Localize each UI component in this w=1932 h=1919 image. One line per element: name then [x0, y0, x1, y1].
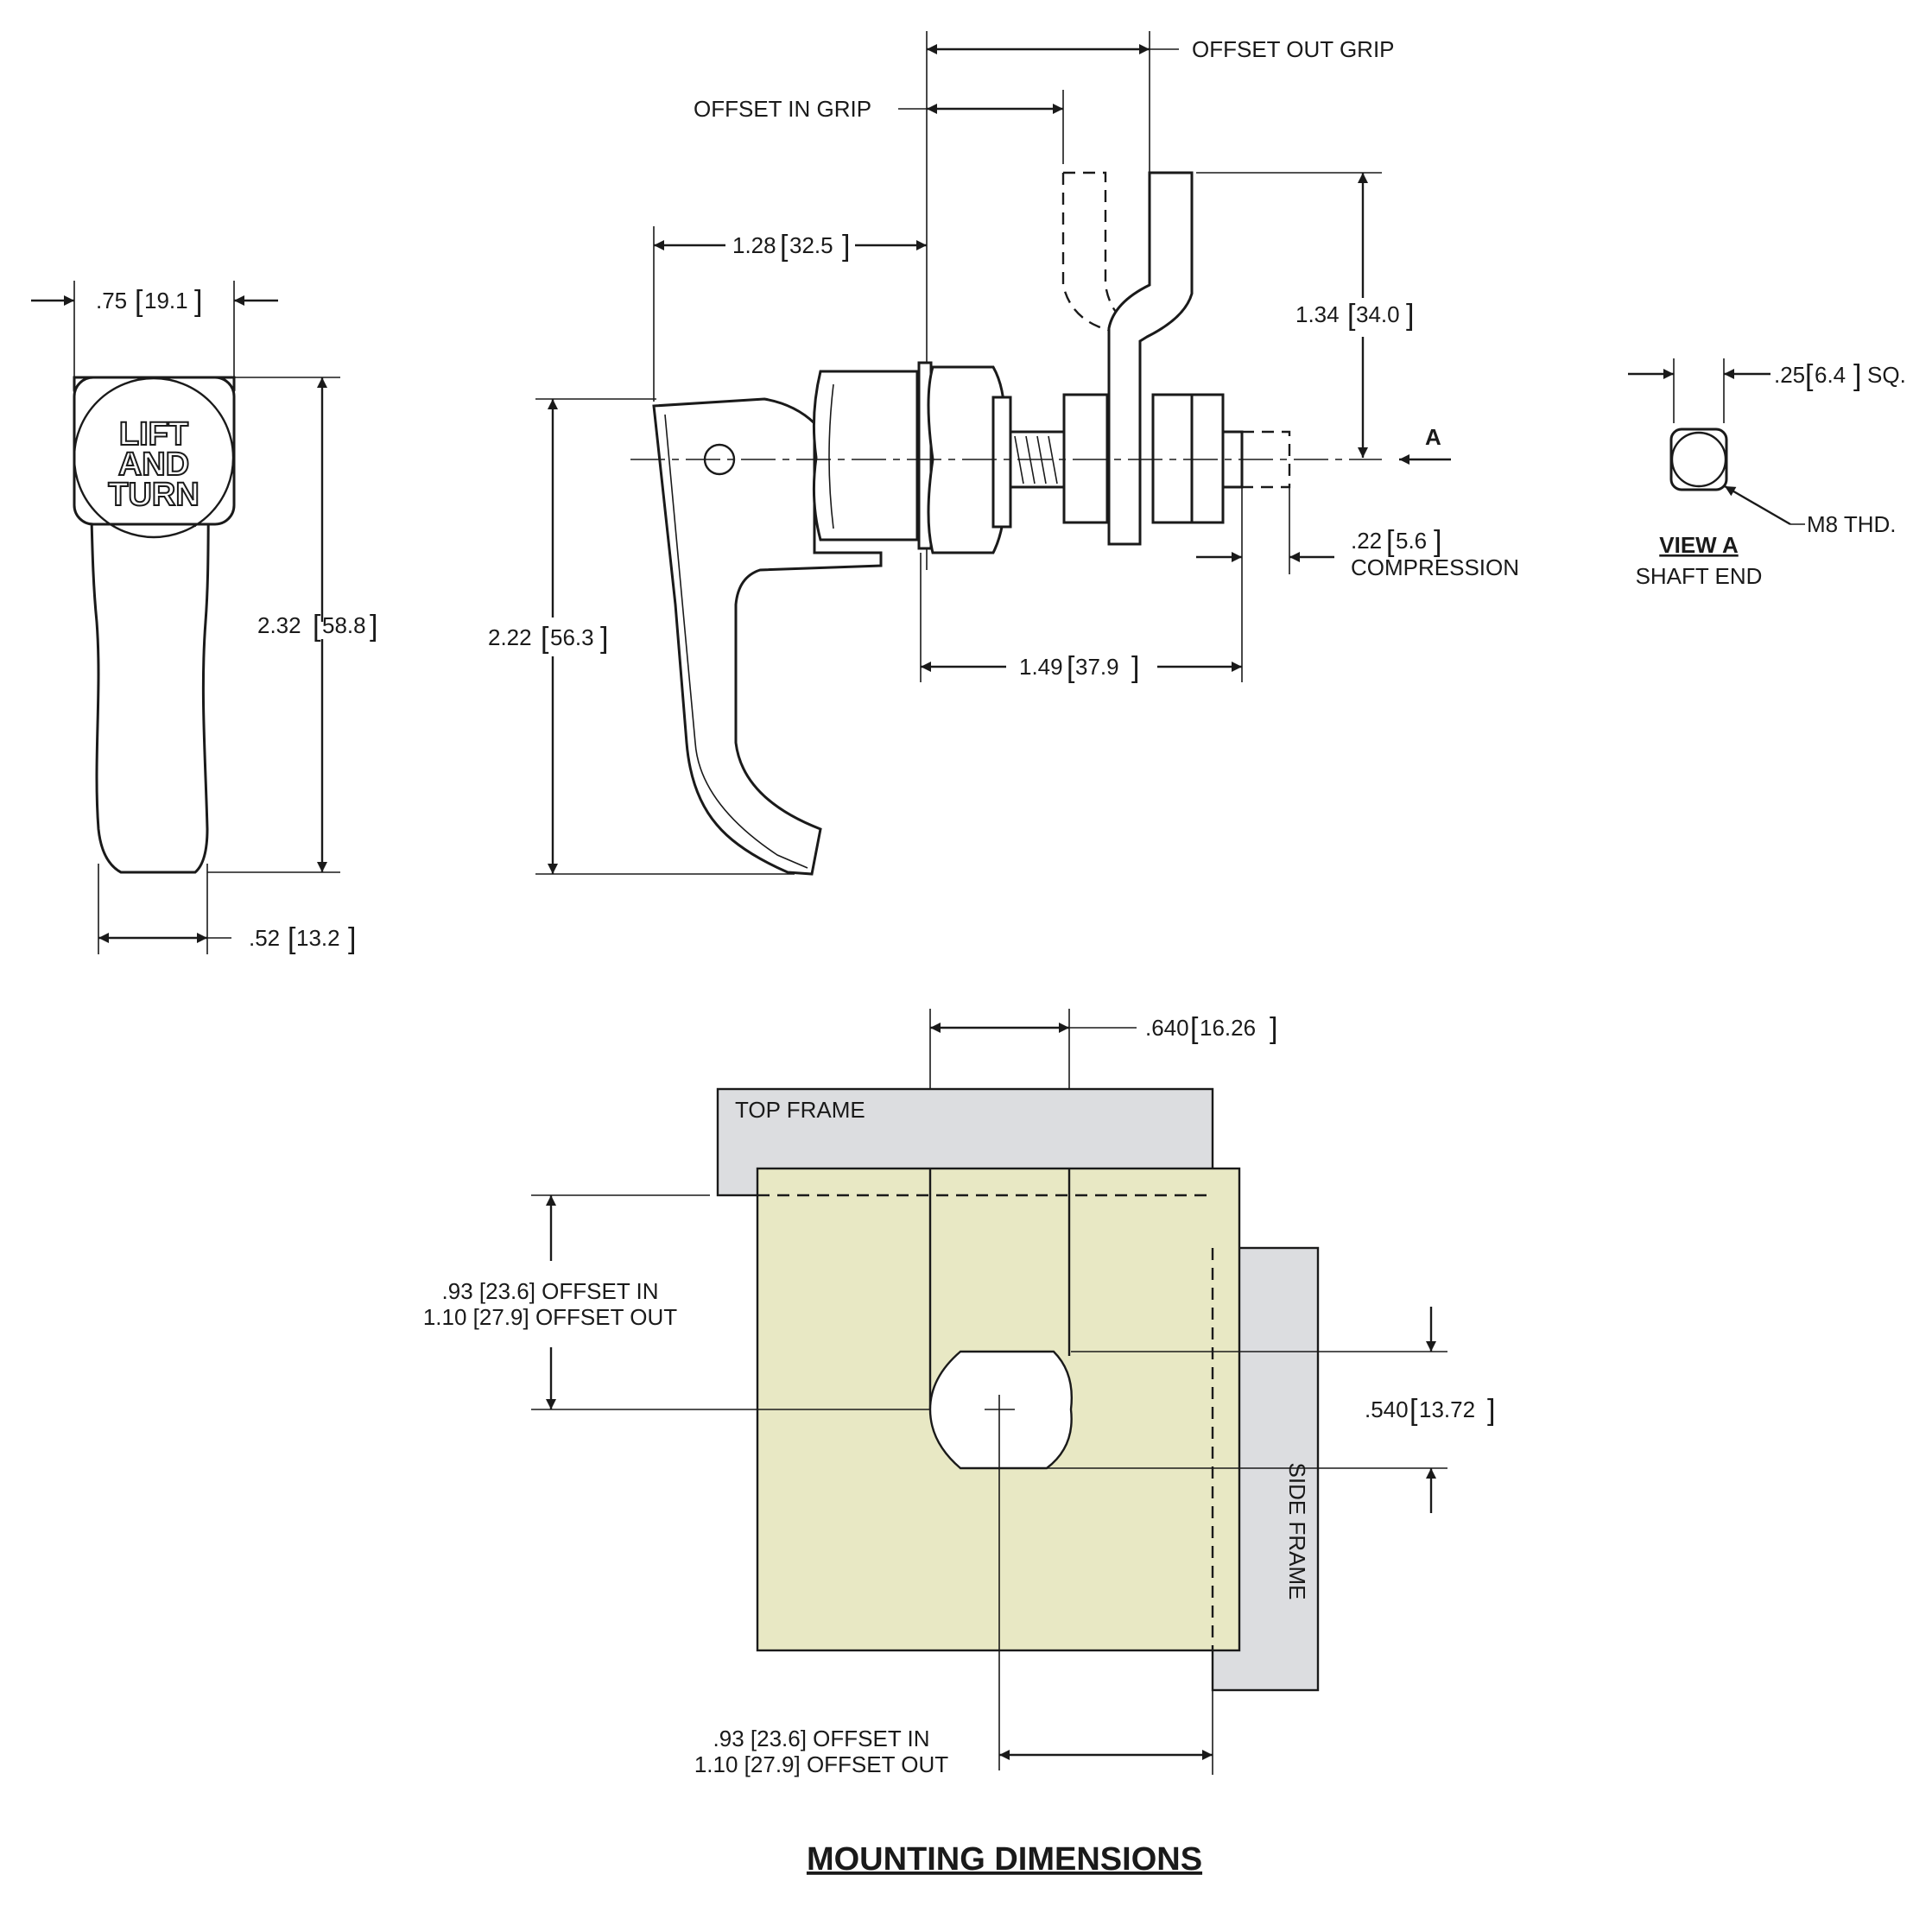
front-view: .75 [ 19.1 ] LIFT AND TURN 2.32 [ 58.8 ]… [31, 281, 377, 955]
width-in-label: .75 [96, 288, 127, 314]
view-a-size-label: .25 [1774, 362, 1805, 388]
svg-text:[: [ [1386, 525, 1395, 558]
side-view: OFFSET OUT GRIP OFFSET IN GRIP 1.28 [ 32… [488, 31, 1519, 876]
h-offset-line1: .93 [23.6] OFFSET IN [713, 1726, 930, 1751]
svg-text:[: [ [1190, 1012, 1199, 1045]
logo-line1: LIFT [119, 416, 188, 453]
cam-height-in-label: 1.34 [1295, 301, 1340, 327]
svg-text:[: [ [780, 230, 789, 263]
svg-text:]: ] [348, 922, 356, 955]
view-a-title: VIEW A [1659, 532, 1739, 558]
width-mm-label: 19.1 [144, 288, 188, 314]
flat-in-label: .540 [1365, 1396, 1409, 1422]
side-frame-label: SIDE FRAME [1284, 1463, 1310, 1600]
mount-width-in-label: .640 [1145, 1015, 1189, 1041]
thread-label: M8 THD. [1807, 511, 1897, 537]
svg-text:]: ] [1853, 359, 1861, 392]
height-mm-label: 58.8 [322, 612, 366, 638]
h-offset-line2: 1.10 [27.9] OFFSET OUT [694, 1751, 948, 1777]
base-in-label: .52 [249, 925, 280, 951]
mounting-title: MOUNTING DIMENSIONS [807, 1841, 1202, 1878]
mount-width-mm-label: 16.26 [1200, 1015, 1256, 1041]
v-offset-line2: 1.10 [27.9] OFFSET OUT [423, 1304, 677, 1330]
shaft-thread-circle [1670, 431, 1727, 488]
base-mm-label: 13.2 [296, 925, 340, 951]
v-offset-line1: .93 [23.6] OFFSET IN [442, 1278, 659, 1304]
svg-text:]: ] [1487, 1394, 1495, 1427]
cam-nut [1062, 393, 1109, 524]
leader-arrow [1724, 484, 1791, 526]
height-in-label: 2.32 [257, 612, 301, 638]
svg-text:]: ] [1270, 1012, 1277, 1045]
reach-in-label: 1.28 [732, 232, 776, 258]
view-marker-label: A [1425, 424, 1441, 450]
logo-line3: TURN [108, 477, 200, 513]
svg-text:[: [ [1067, 651, 1075, 684]
svg-text:]: ] [600, 622, 608, 655]
svg-text:]: ] [1434, 525, 1441, 558]
svg-text:]: ] [1131, 651, 1139, 684]
view-a-suffix-label: SQ. [1867, 362, 1906, 388]
offset-in-grip-label: OFFSET IN GRIP [694, 96, 871, 122]
svg-text:[: [ [1805, 359, 1814, 392]
cam-height-mm-label: 34.0 [1356, 301, 1400, 327]
shaft-collar [991, 396, 1012, 529]
svg-text:[: [ [1409, 1394, 1418, 1427]
svg-text:]: ] [194, 285, 202, 318]
svg-text:[: [ [288, 922, 296, 955]
cam-arm [1107, 171, 1194, 546]
reach-mm-label: 32.5 [789, 232, 833, 258]
svg-text:[: [ [135, 285, 143, 318]
compression-label: COMPRESSION [1351, 554, 1519, 580]
top-frame-label: TOP FRAME [735, 1097, 865, 1123]
compression-in-label: .22 [1351, 528, 1382, 554]
mounting-view: .640 [ 16.26 ] TOP FRAME SIDE FRAME .93 … [423, 1009, 1495, 1878]
lock-nut-2 [1190, 393, 1225, 524]
shaft-square [1669, 428, 1728, 491]
logo-line2: AND [118, 446, 189, 483]
lock-nut-1 [1151, 393, 1194, 524]
handle-dial [73, 377, 235, 539]
handle-height-mm-label: 56.3 [550, 624, 594, 650]
housing [812, 370, 919, 542]
shaft-mm-label: 37.9 [1075, 654, 1119, 680]
shaft-in-label: 1.49 [1019, 654, 1063, 680]
svg-text:[: [ [313, 610, 321, 643]
handle-height-in-label: 2.22 [488, 624, 532, 650]
svg-text:]: ] [370, 610, 377, 643]
view-a: .25 [ 6.4 ] SQ. M8 THD. VIEW A SHAFT END [1628, 358, 1906, 589]
compression-mm-label: 5.6 [1396, 528, 1427, 554]
view-a-size-mm-label: 6.4 [1815, 362, 1846, 388]
flat-mm-label: 13.72 [1419, 1396, 1475, 1422]
svg-text:[: [ [541, 622, 549, 655]
view-a-subtitle: SHAFT END [1636, 563, 1763, 589]
shaft-tip-alternate [1240, 430, 1291, 489]
svg-text:]: ] [842, 230, 850, 263]
svg-text:[: [ [1347, 299, 1356, 332]
offset-out-grip-label: OFFSET OUT GRIP [1192, 36, 1395, 62]
svg-text:]: ] [1406, 299, 1414, 332]
